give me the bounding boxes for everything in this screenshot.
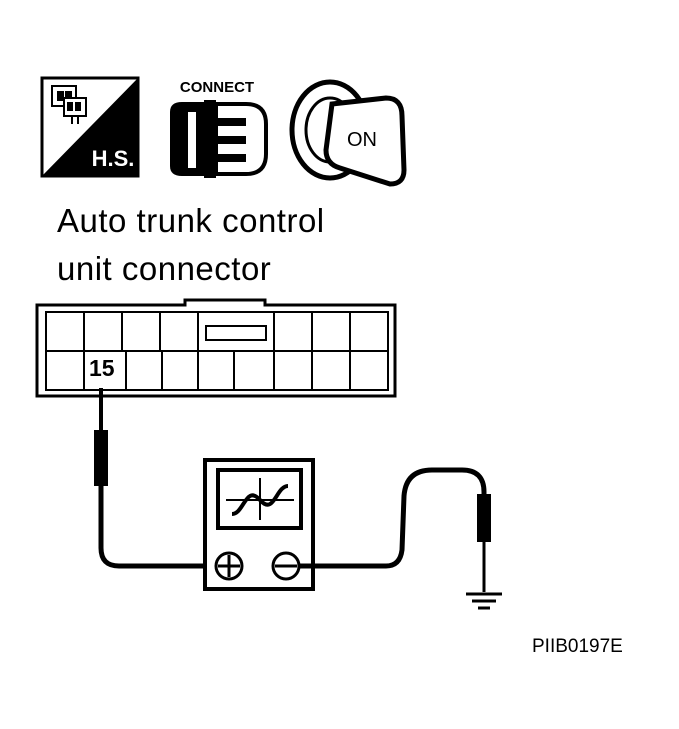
oscilloscope [203,458,315,591]
harness-side-icon: H.S. [40,76,140,178]
ground-symbol-icon [466,592,502,610]
positive-terminal-icon [214,551,244,581]
reference-code: PIIB0197E [532,636,623,657]
pin-number-label: 15 [89,355,115,381]
positive-probe-lead [94,388,228,569]
connector-title-line-2: unit connector [57,250,272,287]
unit-connector [35,298,397,398]
ignition-key-icon: ON [289,79,407,187]
negative-probe-lead [299,467,502,610]
negative-terminal-icon [271,551,301,581]
ignition-on-label: ON [347,129,377,151]
connect-icon: CONNECT [170,79,268,178]
negative-probe [477,494,491,542]
connect-label: CONNECT [180,79,254,96]
connector-lock-tab [205,325,267,341]
harness-side-label: H.S. [92,146,135,171]
positive-probe [94,430,108,486]
connector-title-line-1: Auto trunk control [57,202,325,239]
connector-pictogram [51,85,87,124]
waveform-icon [231,484,289,516]
